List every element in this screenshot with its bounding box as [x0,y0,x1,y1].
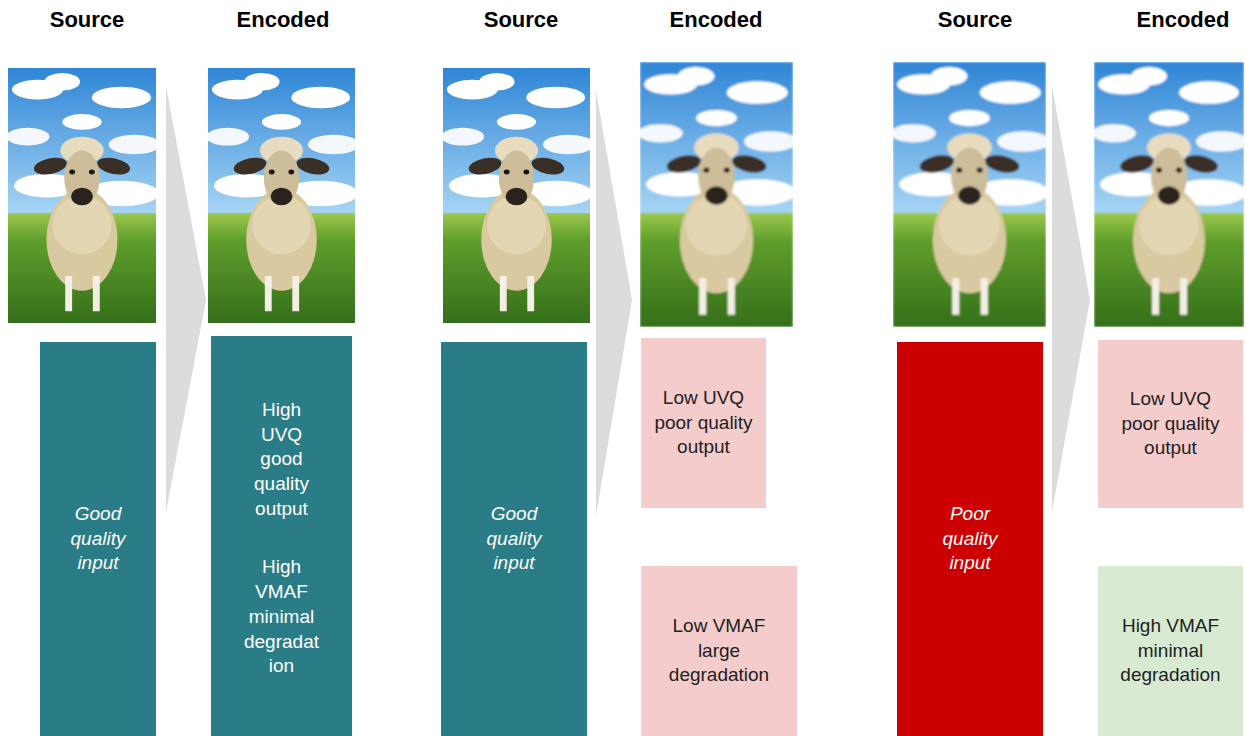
process-chevron [166,86,206,512]
uvq-result-box: Low UVQ poor quality output [641,338,766,508]
sheep-photo [441,68,594,323]
uvq-result-box: Low UVQ poor quality output [1098,340,1243,508]
output-box: High UVQ good quality outputHigh VMAF mi… [211,336,352,736]
column-heading: Source [484,8,559,32]
sheep-image [638,62,797,327]
process-chevron [596,90,632,516]
column-heading: Source [938,8,1013,32]
sheep-image [441,68,594,323]
process-chevron [1052,86,1090,512]
column-heading: Encoded [1137,8,1230,32]
sheep-photo [206,68,359,323]
sheep-photo [6,68,160,323]
box-text: High VMAF minimal degradation [244,555,320,678]
input-box: Good quality input [441,342,587,736]
box-text: Good quality input [52,502,144,576]
box-text: Low UVQ poor quality output [1115,387,1227,461]
sheep-image [6,68,160,323]
sheep-image [1092,62,1246,327]
box-text: High VMAF minimal degradation [1115,614,1227,688]
sheep-photo-degraded [891,62,1050,327]
box-text: Poor quality input [924,502,1016,576]
vmaf-result-box: Low VMAF large degradation [641,566,797,736]
column-heading: Encoded [237,8,330,32]
sheep-photo-degraded [638,62,797,327]
box-text: Low VMAF large degradation [663,614,775,688]
column-heading: Source [50,8,125,32]
box-text: Low UVQ poor quality output [648,386,760,460]
input-box: Good quality input [40,342,156,736]
sheep-image [891,62,1050,327]
column-heading: Encoded [670,8,763,32]
sheep-photo-degraded [1092,62,1246,327]
vmaf-result-box: High VMAF minimal degradation [1098,566,1243,736]
input-box: Poor quality input [897,342,1043,736]
box-text: High UVQ good quality output [244,398,320,521]
sheep-image [206,68,359,323]
box-text: Good quality input [468,502,560,576]
